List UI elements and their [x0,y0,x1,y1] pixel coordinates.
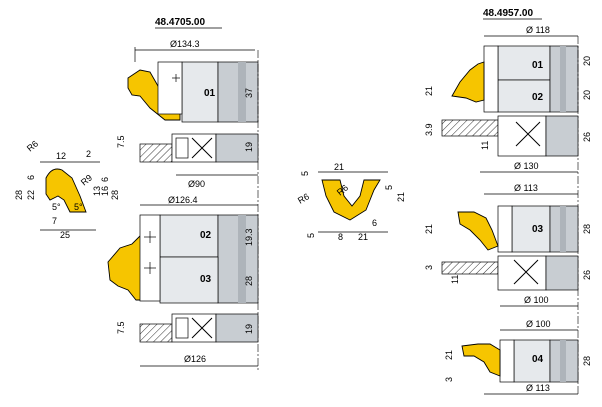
pl-R6: R6 [25,138,40,153]
right-set: 48.4957.00 Ø 118 01 02 20 20 21 3.9 11 2… [424,8,592,395]
pm-21b: 21 [396,192,406,202]
part-02b: 02 [532,92,544,103]
pl-12: 12 [56,151,66,161]
dim-19a: 19 [244,142,254,152]
dim-d100a: Ø 100 [524,295,549,305]
dim-r11b: 11 [450,275,460,284]
pl-13: 13 [92,186,102,196]
dim-r26b: 26 [582,270,592,280]
dim-19b: 19 [244,324,254,334]
dim-r21b: 21 [424,224,434,234]
cutter-profile-r03 [457,211,499,251]
pm-5c: 5 [306,233,316,238]
part-03a: 03 [200,274,212,285]
part-01b: 01 [532,60,544,71]
pl-7: 7 [52,216,57,226]
dim-d118: Ø 118 [526,25,550,35]
dim-37: 37 [244,88,254,98]
pl-28b: 28 [14,190,24,200]
profile-mid: 5 21 5 R6 R6 21 6 5 8 21 [296,162,406,242]
left-set: 48.4705.00 Ø134.3 01 37 7.5 19 Ø90 Ø126.… [107,17,259,370]
part-03b: 03 [532,224,544,235]
pl-R9: R9 [79,172,94,187]
pl-6a: 6 [100,177,110,182]
pm-21a: 21 [334,162,344,172]
pl-25: 25 [60,230,70,240]
pl-5deg-b: 5° [74,202,83,212]
cutter-profile-r04 [461,343,501,377]
dim-r26a: 26 [582,132,592,142]
right-set-code: 48.4957.00 [483,8,533,19]
profile-left-shape [45,168,87,213]
dim-d134: Ø134.3 [170,39,200,49]
pl-6b: 6 [26,175,36,180]
pl-28a: 28 [110,190,120,200]
dim-r3b: 3 [444,377,454,382]
part-01a: 01 [204,88,216,99]
pl-16: 16 [100,186,110,196]
dim-r28b: 28 [582,224,592,234]
pm-6: 6 [372,218,377,228]
pm-21c: 21 [358,232,368,242]
dim-r11a: 11 [480,141,490,150]
dim-r21c: 21 [444,350,454,360]
pm-5a: 5 [300,171,310,176]
tool-body-01 [181,61,219,123]
pm-5b: 5 [384,185,394,190]
dim-7-5b: 7.5 [116,321,126,334]
dim-28a: 28 [244,276,254,286]
dim-19-3: 19.3 [244,228,254,246]
cutter-profile-r01 [451,61,485,103]
pm-R6a: R6 [296,191,311,205]
dim-r20a: 20 [582,56,592,66]
dim-d113a: Ø 113 [514,183,538,193]
dim-r3-9: 3.9 [424,123,434,136]
dim-d113b: Ø 113 [526,383,550,393]
pl-5deg-a: 5° [52,202,61,212]
pl-2: 2 [86,149,91,159]
dim-d130: Ø 130 [514,161,539,171]
pm-8: 8 [338,232,343,242]
dim-d126: Ø126 [184,354,206,364]
profile-mid-shape [321,179,381,221]
left-set-code: 48.4705.00 [155,17,205,28]
part-04b: 04 [532,354,544,365]
pl-22: 22 [26,190,36,200]
dim-d126-4: Ø126.4 [168,195,198,205]
dim-d90: Ø90 [188,179,205,189]
profile-left: R6 12 2 R9 6 16 13 28 28 22 6 7 5° 5° 25 [14,138,120,240]
dim-r20b: 20 [582,90,592,100]
dim-r21a: 21 [424,86,434,96]
part-02a: 02 [200,230,212,241]
dim-r28c: 28 [582,356,592,366]
dim-r3a: 3 [424,265,434,270]
dim-7-5a: 7.5 [116,135,126,148]
dim-d100b: Ø 100 [526,319,551,329]
